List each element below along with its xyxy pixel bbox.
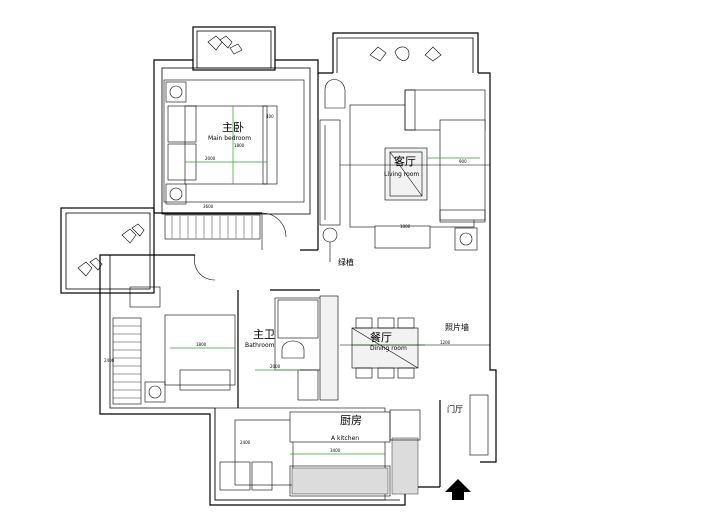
dim-bedroom-wall: 3600 [203, 204, 214, 209]
bathroom: 2000 [255, 289, 339, 401]
wardrobe [164, 214, 261, 240]
label-dining-room: 餐厅 [370, 330, 392, 344]
label-bathroom: 主卫 [253, 328, 275, 341]
countertop [291, 437, 419, 495]
label-entrance: 门厅 [447, 404, 463, 414]
dim-wardrobe: 2400 [104, 358, 115, 363]
living-room: 900 1000 [300, 73, 490, 251]
room-labels: 主卧 Main bedroom 客厅 Living room 餐厅 Dining… [208, 121, 469, 442]
toilet [281, 340, 305, 359]
dim-dining: 1200 [440, 340, 451, 345]
dim-coffee-table: 1000 [400, 224, 411, 229]
dim-bed-width: 2000 [205, 156, 216, 161]
dim-tv-cabinet: 400 [266, 114, 274, 119]
dim-sofa: 900 [459, 159, 467, 164]
label-living-room-en: Living room [384, 171, 419, 178]
entrance-arrow-icon [445, 479, 471, 500]
label-living-room: 客厅 [394, 154, 416, 168]
master-bedroom: 2000 1800 3600 400 [154, 67, 311, 250]
second-bedroom: 1800 2400 [104, 254, 239, 408]
wardrobe-2 [112, 317, 142, 405]
label-photo-wall: 照片墙 [445, 322, 469, 332]
dim-bath: 2000 [270, 364, 281, 369]
bed [184, 105, 268, 185]
kitchen: 3400 2400 [214, 407, 421, 501]
dim-kitchen-w: 3400 [330, 448, 341, 453]
label-kitchen: 厨房 [340, 414, 362, 427]
dining-room: 1200 [340, 317, 490, 379]
tv-unit [319, 119, 341, 226]
bed-2 [164, 314, 236, 386]
dim-kitchen-d: 2400 [240, 440, 251, 445]
dim-second-bed: 1800 [196, 342, 207, 347]
label-master-bedroom: 主卧 [222, 121, 244, 134]
label-master-bedroom-en: Main bedroom [208, 135, 251, 142]
label-kitchen-en: A kitchen [331, 435, 359, 442]
dim-bed-length: 1800 [234, 143, 245, 148]
label-dining-room-en: Dining room [370, 345, 407, 352]
label-bathroom-en: Bathroom [245, 342, 275, 349]
label-plant: 绿植 [338, 257, 354, 267]
balcony-plants [77, 35, 442, 277]
